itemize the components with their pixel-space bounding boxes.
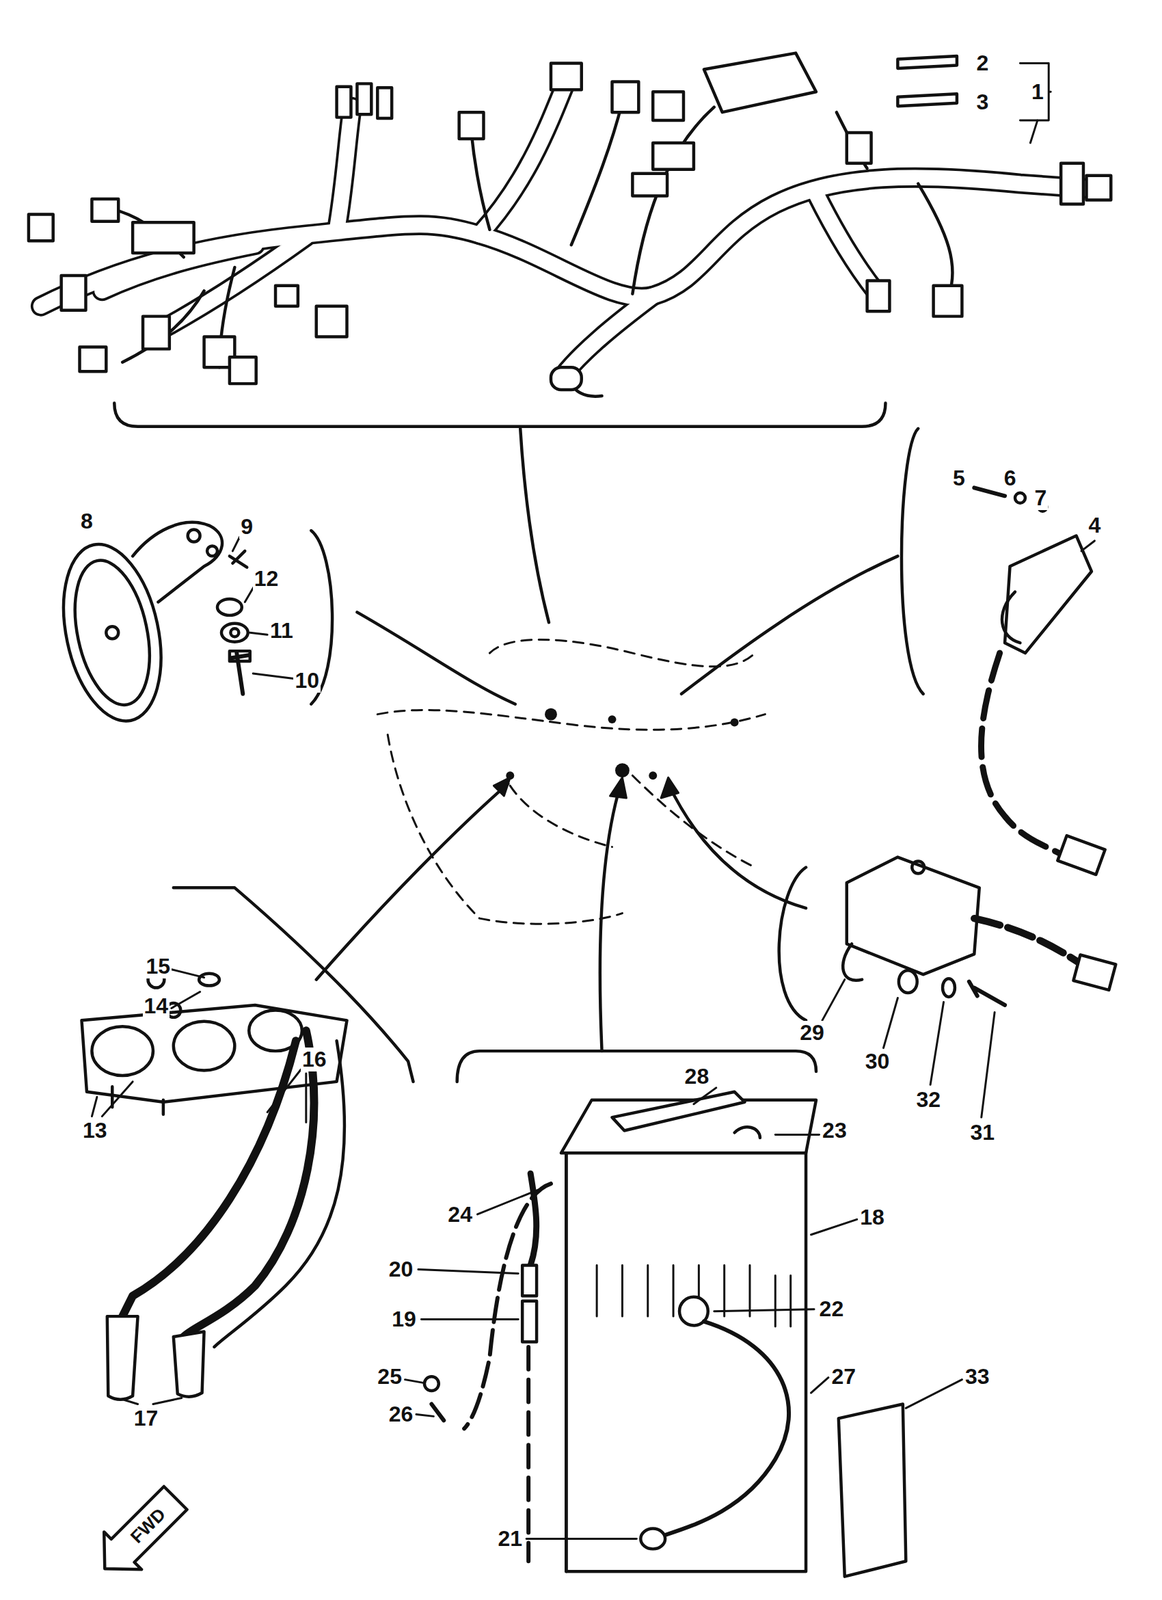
battery (424, 1091, 906, 1577)
callout-number: 12 (252, 566, 281, 591)
callout-number: 4 (1087, 513, 1103, 538)
callout-number: 9 (239, 514, 255, 539)
relay (974, 487, 1105, 875)
forward-arrow (86, 1478, 195, 1587)
ignition-coils (81, 971, 347, 1400)
callout-number: 30 (863, 1049, 892, 1074)
callout-number: 1 (1030, 79, 1046, 104)
horn (48, 522, 250, 731)
callout-number: 25 (375, 1364, 404, 1389)
callout-number: 6 (1002, 466, 1018, 491)
callout-number: 13 (81, 1118, 109, 1143)
direction-label: FWD (125, 1503, 171, 1548)
callout-number: 19 (390, 1306, 418, 1331)
callout-number: 16 (300, 1047, 329, 1072)
callout-number: 17 (132, 1406, 160, 1430)
callout-number: 2 (974, 51, 990, 76)
clamp-bands (897, 56, 1051, 143)
callout-number: 24 (446, 1202, 474, 1227)
callout-number: 20 (387, 1257, 415, 1281)
callout-number: 10 (293, 668, 321, 693)
ignitor-unit (842, 857, 1116, 1005)
callout-number: 14 (142, 993, 171, 1018)
callout-number: 31 (969, 1120, 997, 1145)
callout-number: 3 (974, 90, 990, 115)
callout-number: 18 (858, 1205, 886, 1229)
callout-number: 5 (951, 466, 967, 491)
callout-number: 27 (830, 1364, 858, 1389)
callout-number: 29 (798, 1020, 826, 1045)
callout-number: 33 (963, 1364, 992, 1389)
wire-harness (28, 53, 1111, 397)
callout-number: 32 (914, 1087, 942, 1112)
callout-number: 7 (1032, 485, 1048, 510)
callout-number: 15 (144, 954, 173, 979)
callout-number: 26 (387, 1401, 415, 1426)
callout-number: 28 (683, 1064, 711, 1089)
frame-outline (377, 639, 765, 924)
callout-number: 8 (79, 509, 95, 534)
callout-number: 23 (820, 1118, 849, 1143)
callout-number: 22 (818, 1296, 846, 1321)
callout-number: 11 (268, 618, 295, 643)
callout-number: 21 (496, 1526, 524, 1551)
